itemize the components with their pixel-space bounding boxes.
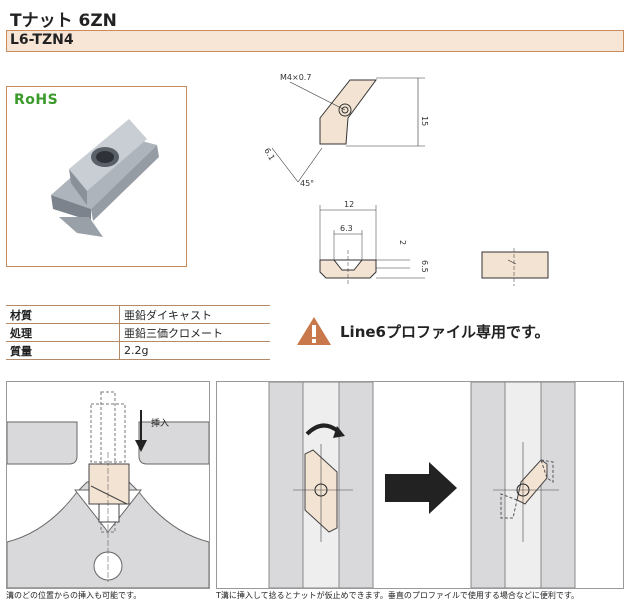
- spec-value: 亜鉛ダイキャスト: [119, 305, 270, 324]
- thickness-dim: 6.1: [262, 147, 276, 163]
- part-code-bar: [6, 30, 624, 52]
- spec-label: 材質: [6, 305, 120, 324]
- spec-label: 処理: [6, 323, 120, 342]
- dimension-drawing: M4×0.7 15 6.1 45° 12 6.3 2 6.5: [262, 73, 429, 286]
- page-title: Tナット 6ZN: [10, 11, 117, 31]
- warning-icon: [297, 317, 331, 345]
- profile-cross-section: 挿入: [7, 382, 209, 588]
- height-dim: 15: [420, 116, 429, 126]
- spec-row: 処理亜鉛三価クロメート: [6, 323, 270, 342]
- width-dim: 12: [344, 200, 354, 209]
- rohs-mark: RoHS: [14, 92, 59, 108]
- spec-value: 2.2g: [119, 341, 270, 360]
- spec-row: 材質亜鉛ダイキャスト: [6, 305, 270, 324]
- rotate-icon: [333, 426, 345, 438]
- twist-diagram: [216, 381, 624, 589]
- slot-views: [268, 382, 576, 588]
- insert-diagram: 挿入: [6, 381, 210, 589]
- spec-value: 亜鉛三価クロメート: [119, 323, 270, 342]
- spec-label: 質量: [6, 341, 120, 360]
- t-nut-photo: [51, 119, 159, 237]
- angle-dim: 45°: [300, 179, 314, 188]
- thread-label: M4×0.7: [280, 73, 311, 82]
- caption-left: 溝のどの位置からの挿入も可能です。: [6, 591, 142, 600]
- step-dim: 2: [398, 240, 407, 245]
- part-code: L6-TZN4: [10, 32, 74, 48]
- product-photo: [6, 86, 187, 267]
- warning-text: Line6プロファイル専用です。: [340, 323, 550, 341]
- caption-right: T溝に挿入して捻るとナットが仮止めできます。垂直のプロファイルで使用する場合など…: [216, 591, 580, 600]
- side-view: [481, 248, 549, 286]
- arrow-down-icon: [135, 440, 147, 452]
- total-height-dim: 6.5: [420, 260, 429, 273]
- arrow-right-icon: [385, 462, 457, 514]
- inner-width-dim: 6.3: [340, 224, 353, 233]
- insert-label: 挿入: [151, 417, 169, 429]
